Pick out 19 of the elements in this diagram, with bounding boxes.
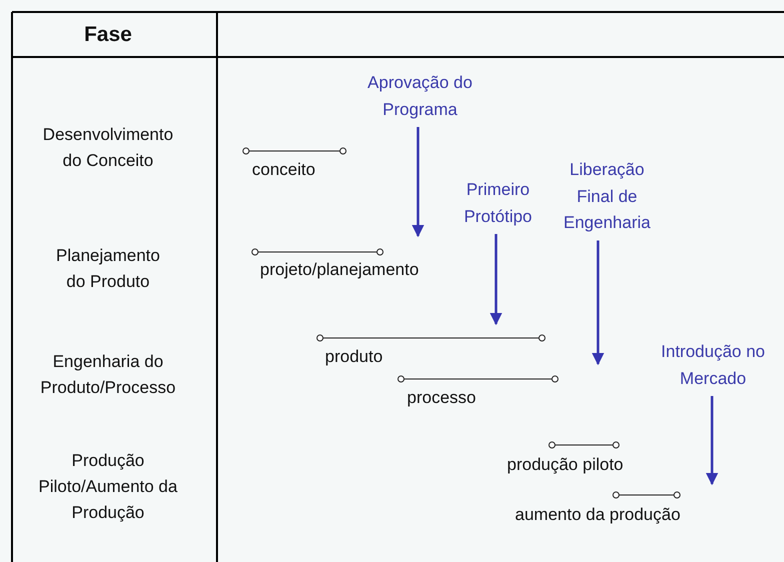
- table-header: Fase: [83, 22, 133, 48]
- milestone-arrow: [592, 240, 604, 366]
- activity-label: produto: [325, 346, 383, 368]
- activity-label: processo: [407, 387, 476, 409]
- milestone-arrow: [412, 127, 424, 238]
- phase-name: Engenharia do Produto/Processo: [39, 351, 177, 399]
- phase-name: Desenvolvimento do Conceito: [42, 124, 174, 172]
- activity-label: projeto/planejamento: [260, 259, 419, 281]
- phase-name: Produção Piloto/Aumento da Produção: [38, 450, 178, 524]
- milestone-arrow: [490, 234, 502, 326]
- milestone-label: Aprovação do Programa: [360, 70, 480, 123]
- activity-label: conceito: [252, 159, 316, 181]
- activity-label: produção piloto: [507, 454, 624, 476]
- milestone-arrow: [706, 396, 718, 486]
- activity-label: aumento da produção: [515, 504, 680, 526]
- milestone-label: Introdução no Mercado: [652, 339, 774, 392]
- milestone-label: Liberação Final de Engenharia: [557, 157, 657, 236]
- milestone-label: Primeiro Protótipo: [456, 177, 540, 230]
- phase-name: Planejamento do Produto: [55, 245, 161, 293]
